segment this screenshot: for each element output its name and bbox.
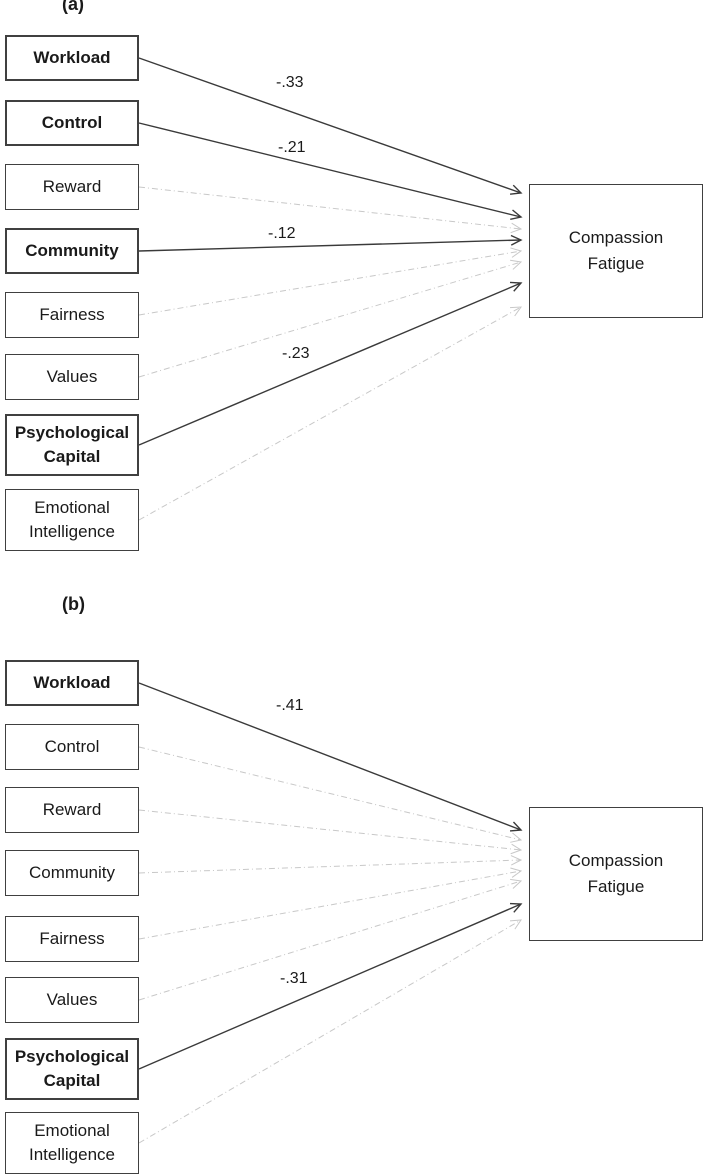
path-arrow-0 [138,57,523,195]
path-arrow-4 [138,247,523,316]
path-arrows [138,57,523,521]
predictor-box-workload: Workload [5,35,139,81]
predictor-box-values: Values [5,977,139,1023]
path-arrow-1 [138,746,523,843]
coefficient-community: -.12 [268,225,296,242]
coefficient-psychological-capital: -.23 [282,345,310,362]
path-arrow-0 [138,682,523,832]
predictor-box-psychological-capital: Psychological Capital [5,414,139,476]
coefficient-workload: -.33 [276,74,304,91]
path-arrow-4 [138,867,523,940]
outcome-box-compassion-fatigue: Compassion Fatigue [529,184,703,318]
coefficient-workload: -.41 [276,697,304,714]
panel-label: (b) [62,594,85,614]
path-arrow-6 [138,902,523,1070]
diagram-panel-b: (b) Workload Control Reward Community Fa… [0,590,709,1176]
diagram-panel-a: (a) Workload Control Reward Community Fa… [0,0,709,560]
predictor-box-psychological-capital: Psychological Capital [5,1038,139,1100]
panel-label: (a) [62,0,84,14]
predictor-box-fairness: Fairness [5,292,139,338]
coefficient-psychological-capital: -.31 [280,970,308,987]
predictor-box-reward: Reward [5,164,139,210]
predictor-box-community: Community [5,228,139,274]
path-arrow-2 [138,809,523,855]
predictor-box-reward: Reward [5,787,139,833]
path-arrow-1 [138,122,523,220]
path-arrow-5 [138,878,523,1001]
predictor-box-control: Control [5,724,139,770]
predictor-box-workload: Workload [5,660,139,706]
predictor-box-emotional-intelligence: Emotional Intelligence [5,1112,139,1174]
path-arrows [138,682,523,1144]
predictor-box-emotional-intelligence: Emotional Intelligence [5,489,139,551]
predictor-box-control: Control [5,100,139,146]
path-arrow-2 [138,186,523,234]
predictor-box-community: Community [5,850,139,896]
path-arrow-7 [138,306,523,521]
path-arrow-3 [138,855,523,874]
outcome-box-compassion-fatigue: Compassion Fatigue [529,807,703,941]
path-arrow-3 [138,234,523,252]
path-arrow-5 [138,259,523,378]
predictor-box-fairness: Fairness [5,916,139,962]
predictor-box-values: Values [5,354,139,400]
path-arrow-7 [138,919,522,1144]
coefficient-control: -.21 [278,139,306,156]
path-arrow-6 [138,281,523,446]
